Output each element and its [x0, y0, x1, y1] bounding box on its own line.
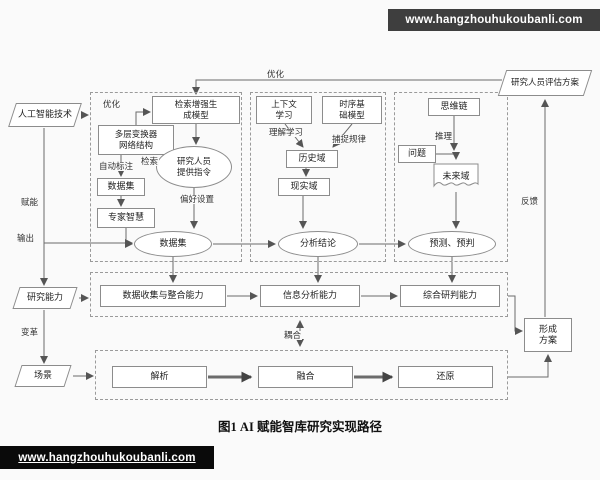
ai-tech-node: 人工智能技术: [8, 103, 82, 127]
reasoning-label: 推理: [434, 131, 454, 142]
instruction-ellipse: 研究人员 提供指令: [156, 146, 232, 188]
eval-plan-node: 研究人员评估方案: [497, 70, 593, 96]
output-label: 输出: [16, 233, 36, 244]
capture-label: 捕捉规律: [331, 134, 368, 145]
module2-dashed-container: [250, 92, 386, 262]
reality-box: 现实域: [278, 178, 330, 196]
optimize-inner-label: 优化: [102, 99, 122, 110]
figure-caption: 图1 AI 赋能智库研究实现路径: [218, 420, 382, 434]
research-cap-node: 研究能力: [12, 287, 78, 309]
coupling-label: 耦合: [283, 330, 303, 341]
understand-label: 理解学习: [268, 127, 305, 138]
preference-label: 偏好设置: [179, 194, 216, 205]
rag-box: 检索增强生 成模型: [152, 96, 240, 124]
expert-box: 专家智慧: [97, 208, 155, 228]
auto-label-label: 自动标注: [98, 161, 135, 172]
feedback-label: 反馈: [520, 196, 540, 207]
retrieve-label: 检索: [140, 156, 160, 167]
history-box: 历史域: [286, 150, 338, 168]
icl-box: 上下文 学习: [256, 96, 312, 124]
predict-ellipse: 预测、预判: [408, 231, 496, 257]
document-shape: [433, 163, 479, 188]
cap-analyze-box: 信息分析能力: [260, 285, 360, 307]
form-plan-box: 形成 方案: [524, 318, 572, 352]
cap-collect-box: 数据收集与整合能力: [100, 285, 226, 307]
transformer-box: 多层变换器 网络结构: [98, 125, 174, 155]
research-cap-label: 研究能力: [26, 292, 63, 303]
scene-node: 场景: [14, 365, 72, 387]
future-domain-label: 未来域: [442, 171, 470, 181]
scene-dashed-container: [95, 350, 508, 400]
transform-label: 变革: [20, 327, 40, 338]
ai-tech-label: 人工智能技术: [17, 109, 72, 120]
future-domain-node: 未来域: [432, 162, 480, 192]
cot-box: 思维链: [428, 98, 480, 116]
watermark-top: www.hangzhouhukoubanli.com: [388, 9, 600, 31]
dataset-small-box: 数据集: [97, 178, 145, 196]
capability-dashed-container: [90, 272, 508, 317]
watermark-bottom: www.hangzhouhukoubanli.com: [0, 446, 214, 469]
module1-dashed-container: [90, 92, 242, 262]
eval-plan-label: 研究人员评估方案: [510, 77, 579, 88]
cap-judge-box: 综合研判能力: [400, 285, 500, 307]
conclusion-ellipse: 分析结论: [278, 231, 358, 257]
scene-label: 场景: [33, 370, 52, 381]
dataset-ellipse: 数据集: [134, 231, 212, 257]
question-box: 问题: [398, 145, 436, 163]
empower-label: 赋能: [20, 197, 40, 208]
parse-box: 解析: [112, 366, 207, 388]
fuse-box: 融合: [258, 366, 353, 388]
module3-dashed-container: [394, 92, 508, 262]
optimize-top-label: 优化: [266, 69, 286, 80]
restore-box: 还原: [398, 366, 493, 388]
tsm-box: 时序基 础模型: [322, 96, 382, 124]
